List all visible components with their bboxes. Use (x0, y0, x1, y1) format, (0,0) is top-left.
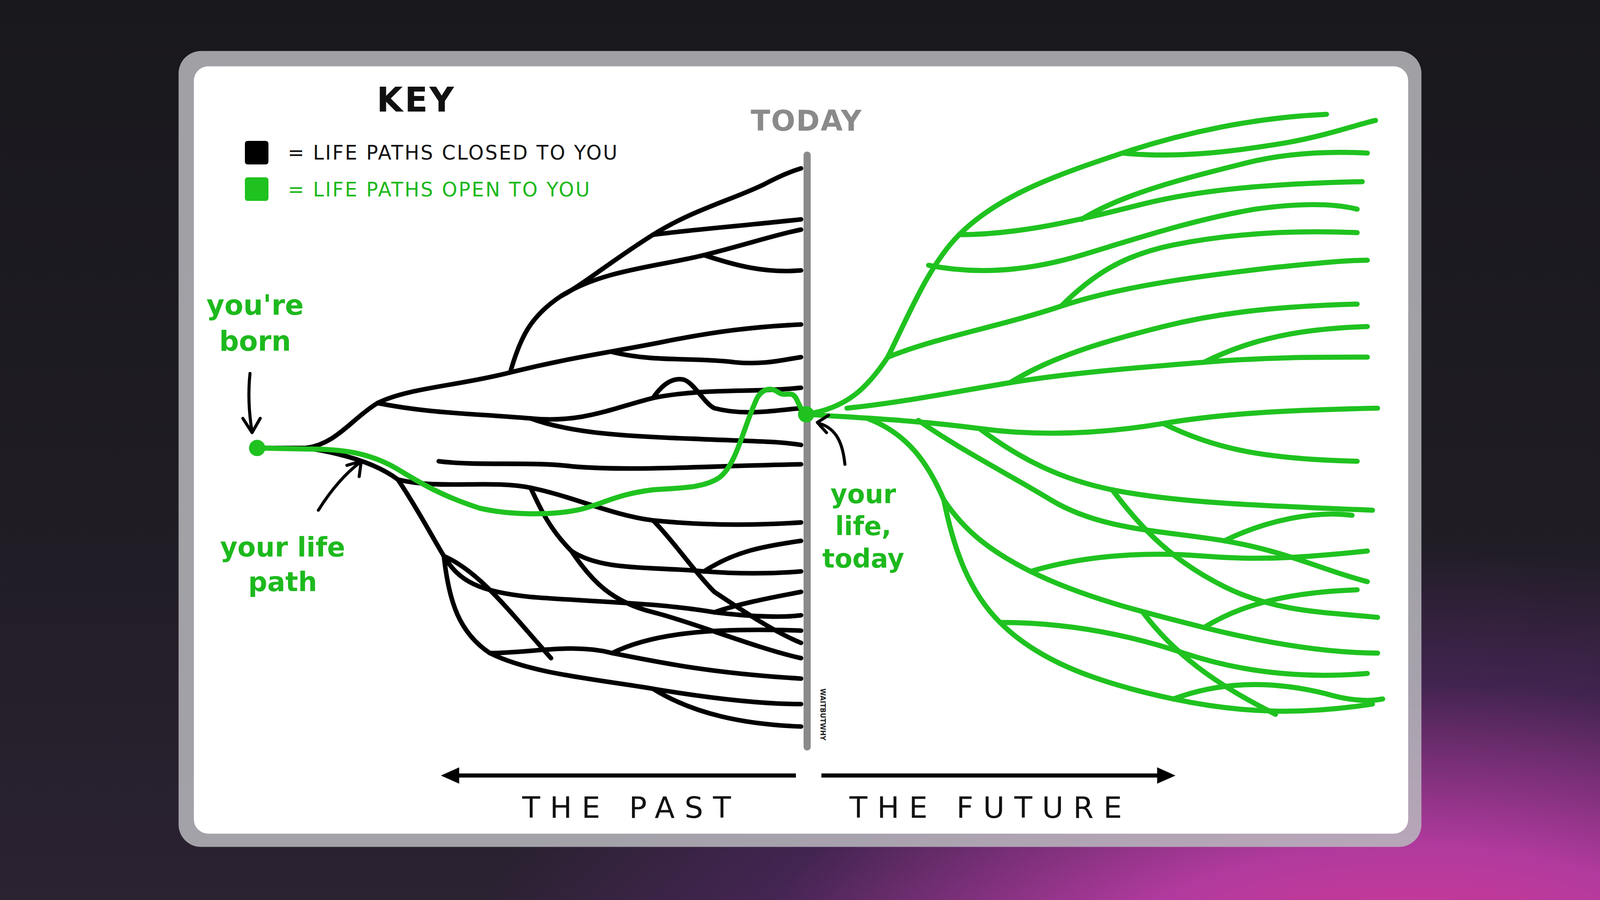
drawn-line (248, 373, 252, 432)
drawn-line (817, 415, 829, 433)
drawn-line (959, 181, 1363, 235)
card-frame (178, 51, 1422, 848)
drawn-line (444, 556, 802, 704)
drawn-line (918, 420, 1368, 582)
drawn-line (561, 168, 802, 296)
drawn-line (571, 551, 802, 659)
drawn-line (1173, 684, 1383, 700)
card (193, 66, 1408, 834)
drawn-line (928, 204, 1357, 271)
drawn-line (847, 357, 1368, 409)
watermark: WAITBUTWHY (818, 688, 827, 741)
birth-dot (248, 440, 266, 457)
drawn-line (979, 428, 1373, 511)
drawn-line (318, 462, 360, 511)
drawn-line (242, 418, 260, 433)
drawn-line (652, 379, 801, 413)
drawn-line (1081, 152, 1368, 220)
drawn-line (867, 418, 1378, 653)
drawn-line (806, 114, 1327, 415)
legend-swatch (244, 140, 269, 165)
drawn-line (510, 229, 801, 373)
drawn-line (257, 389, 807, 514)
drawn-line (821, 773, 1162, 778)
drawn-line (347, 461, 362, 477)
birth-label: you're born (206, 287, 304, 360)
closed-paths (260, 168, 801, 727)
legend-text: = LIFE PATHS OPEN TO YOU (287, 178, 591, 202)
drawn-line (444, 556, 552, 659)
drawn-line (489, 648, 801, 679)
today-label: TODAY (749, 104, 863, 138)
today-line (803, 155, 811, 748)
today-callout: your life, today (822, 478, 904, 576)
drawn-line (1204, 589, 1357, 628)
drawn-line (652, 219, 801, 235)
drawn-line (704, 255, 801, 272)
today-dot (797, 406, 815, 423)
drawn-line (530, 418, 801, 445)
leader-arrows (242, 373, 845, 511)
legend-swatch (244, 177, 269, 201)
drawn-line (260, 324, 801, 448)
drawn-line (704, 540, 801, 572)
time-axis (440, 767, 1176, 784)
drawn-line (652, 688, 801, 727)
legend-text: = LIFE PATHS CLOSED TO YOU (287, 141, 619, 165)
drawn-line (1010, 304, 1358, 383)
drawn-line (652, 520, 801, 644)
drawn-line (714, 592, 801, 613)
open-paths (257, 114, 1383, 715)
drawn-line (455, 773, 796, 778)
drawn-line (377, 387, 801, 420)
drawn-line (1142, 612, 1276, 715)
axis-label: THE FUTURE (839, 791, 1132, 825)
drawn-line (440, 767, 460, 784)
drawn-line (1157, 767, 1176, 784)
drawn-line (438, 461, 801, 469)
drawn-line (1163, 423, 1357, 462)
drawn-line (1061, 231, 1358, 306)
drawn-line (612, 352, 802, 364)
path-label: your life path (218, 529, 348, 600)
drawn-line (1204, 326, 1368, 363)
drawn-line (612, 629, 802, 653)
axis-label: THE PAST (512, 791, 741, 825)
legend-heading: KEY (375, 80, 456, 120)
drawn-line (1000, 622, 1368, 676)
drawn-line (1224, 514, 1352, 541)
drawn-line (530, 487, 801, 574)
drawn-line (1112, 489, 1378, 618)
